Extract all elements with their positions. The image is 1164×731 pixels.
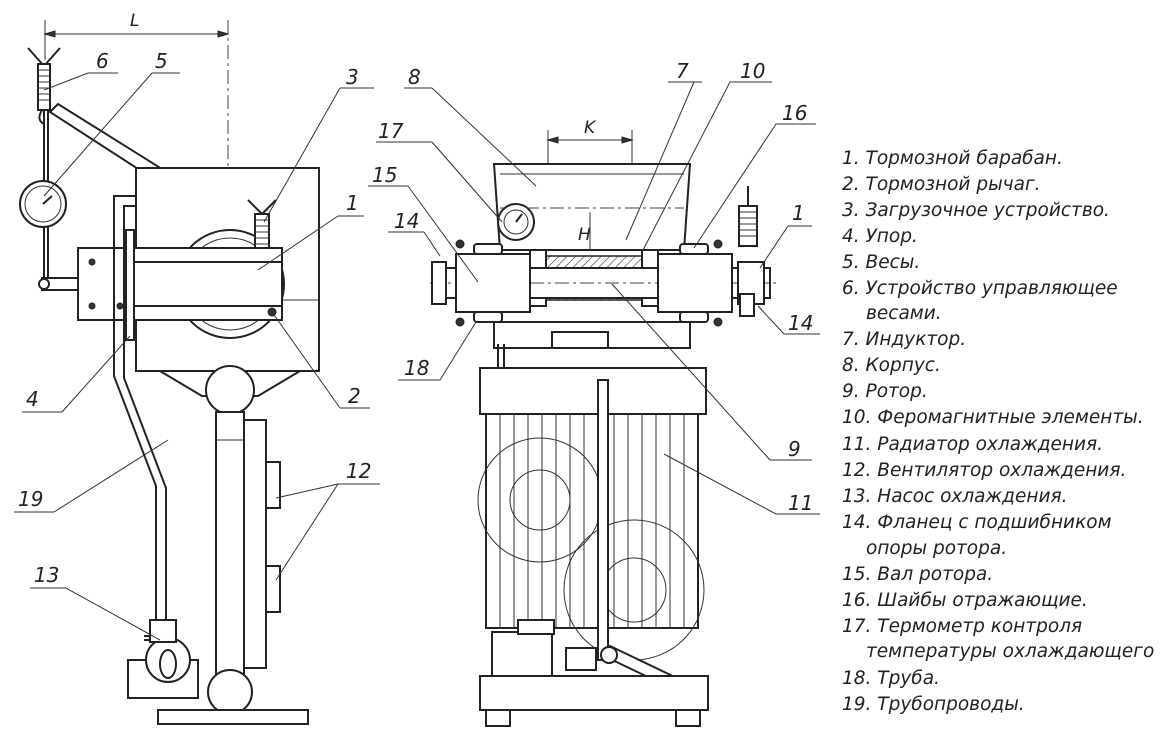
legend-item: 17. Термометр контроля — [842, 616, 1082, 637]
callout-4: 4 — [26, 387, 39, 411]
callout-2: 2 — [348, 384, 361, 408]
legend-item: опоры ротора. — [866, 538, 1007, 559]
thermometer — [497, 203, 535, 241]
callout-11: 11 — [788, 491, 813, 515]
legend: 1. Тормозной барабан. 2. Тормозной рычаг… — [842, 148, 1154, 715]
callout-19: 19 — [18, 487, 43, 511]
legend-item: 4. Упор. — [842, 226, 918, 247]
flange-bearing — [431, 186, 765, 317]
callout-6: 6 — [96, 49, 109, 73]
scales-gauge — [19, 180, 67, 228]
legend-item: 18. Труба. — [842, 668, 940, 689]
callout-1-left: 1 — [346, 191, 359, 215]
callout-7: 7 — [676, 59, 689, 83]
legend-item: 11. Радиатор охлаждения. — [842, 434, 1103, 455]
loading-device — [247, 199, 277, 251]
base-plate — [157, 709, 309, 725]
callout-8: 8 — [408, 65, 421, 89]
column — [215, 411, 245, 685]
callout-16: 16 — [782, 101, 807, 125]
callout-18: 18 — [404, 356, 429, 380]
dimension-k-label: K — [584, 118, 597, 138]
callout-14-left: 14 — [394, 209, 419, 233]
stop — [125, 229, 135, 341]
callout-15: 15 — [372, 163, 397, 187]
legend-item: 8. Корпус. — [842, 355, 941, 376]
pump-motor — [491, 631, 553, 677]
legend-item: 16. Шайбы отражающие. — [842, 590, 1088, 611]
legend-item: 13. Насос охлаждения. — [842, 486, 1068, 507]
legend-item: 15. Вал ротора. — [842, 564, 993, 585]
side-view: L — [14, 11, 380, 725]
callout-1-right: 1 — [792, 201, 805, 225]
front-base — [479, 675, 709, 711]
dimension-k: K — [546, 118, 634, 166]
dimension-l: L — [43, 11, 230, 60]
callout-5: 5 — [155, 49, 168, 73]
cooling-radiator — [477, 367, 707, 661]
legend-item: 9. Ротор. — [842, 381, 928, 402]
dimension-l-label: L — [130, 11, 139, 31]
legend-item: 2. Тормозной рычаг. — [842, 174, 1041, 195]
callout-3: 3 — [346, 65, 359, 89]
legend-item: температуры охлаждающего — [866, 641, 1154, 662]
callout-17: 17 — [378, 119, 404, 143]
callout-14-right: 14 — [788, 311, 813, 335]
dimension-h-label: H — [578, 225, 591, 245]
legend-item: 5. Весы. — [842, 252, 920, 273]
legend-item: 10. Феромагнитные элементы. — [842, 407, 1144, 428]
callout-12: 12 — [346, 459, 371, 483]
callout-10: 10 — [740, 59, 765, 83]
legend-item: 7. Индуктор. — [842, 329, 966, 350]
callout-9: 9 — [788, 437, 801, 461]
legend-item: 19. Трубопроводы. — [842, 694, 1025, 715]
legend-item: весами. — [866, 303, 942, 324]
legend-item: 12. Вентилятор охлаждения. — [842, 460, 1126, 481]
legend-item: 6. Устройство управляющее — [842, 278, 1118, 299]
legend-item: 3. Загрузочное устройство. — [842, 200, 1110, 221]
scale-control-device — [27, 47, 61, 282]
fan-housing — [243, 419, 267, 669]
cooling-pump — [127, 619, 199, 699]
legend-item: 1. Тормозной барабан. — [842, 148, 1063, 169]
reflective-washers — [473, 243, 709, 323]
front-view: K H — [368, 59, 820, 727]
legend-item: 14. Фланец с подшибником — [842, 512, 1112, 533]
callout-13: 13 — [34, 563, 59, 587]
